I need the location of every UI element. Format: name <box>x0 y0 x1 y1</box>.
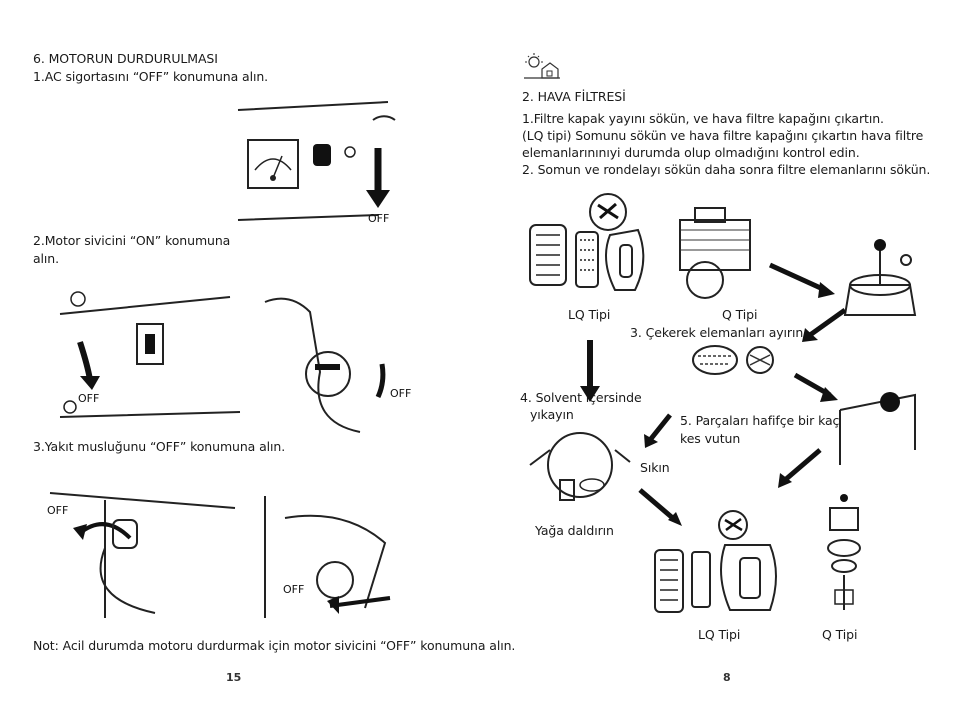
engine-switch-illustration: OFF OFF <box>59 291 411 433</box>
filter-element-icon <box>575 231 599 288</box>
off-label-2: OFF <box>78 392 99 405</box>
off-label-5: OFF <box>283 583 304 596</box>
paper-element-icon <box>746 346 774 374</box>
step-5-line-2: kes vutun <box>680 431 741 446</box>
squeeze-label: Sıkın <box>640 460 670 475</box>
solvent-wash-icon <box>547 432 613 498</box>
fuel-valve-illustration: OFF OFF <box>47 492 391 618</box>
q-type-label-top: Q Tipi <box>722 307 758 322</box>
ac-breaker-illustration: OFF <box>237 101 396 225</box>
section-heading-engine-stop: 6. MOTORUN DURDURULMASI <box>33 51 218 66</box>
foam-element-icon <box>692 345 738 375</box>
step-4-line-1: 4. Solvent içersinde <box>520 390 642 405</box>
lq-type-label-top: LQ Tipi <box>568 307 611 322</box>
voltmeter-icon <box>247 139 299 189</box>
page-number-right: 8 <box>723 671 731 684</box>
lq-filter-cover-icon <box>529 224 567 286</box>
step-2-line-1: 2.Motor sivicini “ON” konumuna <box>33 233 231 248</box>
off-label-1: OFF <box>368 212 389 225</box>
fuel-valve-lever-icon <box>112 519 138 549</box>
lq-filter-bottom-icon <box>654 549 684 613</box>
step-1-ac-breaker: 1.AC sigortasını “OFF” konumuna alın. <box>33 69 269 84</box>
q-type-label-bottom: Q Tipi <box>822 627 858 642</box>
step-3-pull-apart: 3. Çekerek elemanları ayırın. <box>630 325 808 340</box>
step-5-line-1: 5. Parçaları hafifçe bir kaç <box>680 413 840 428</box>
off-label-4: OFF <box>47 504 68 517</box>
q-filter-housing-icon <box>843 239 917 316</box>
engine-switch-icon <box>145 334 155 354</box>
breaker-switch-icon <box>313 144 331 166</box>
paragraph-line-3: elemanlarınınıyi durumda olup olmadığını… <box>522 145 860 160</box>
step-4-line-2: yıkayın <box>530 407 574 422</box>
paragraph-line-2: (LQ tipi) Somunu sökün ve hava filtre ka… <box>522 128 924 143</box>
step-2-line-2: alın. <box>33 251 60 266</box>
q-filter-bottom-icon <box>827 494 861 610</box>
section-heading-air-filter: 2. HAVA FİLTRESİ <box>522 89 626 104</box>
tapping-surface-icon <box>839 393 916 465</box>
air-filter-diagram <box>529 193 917 613</box>
step-3-fuel-valve: 3.Yakıt musluğunu “OFF” konumuna alın. <box>33 439 286 454</box>
paragraph-line-1: 1.Filtre kapak yayını sökün, ve hava fil… <box>522 111 884 126</box>
lq-type-label-bottom: LQ Tipi <box>698 627 741 642</box>
emergency-note: Not: Acil durumda motoru durdurmak için … <box>33 638 516 653</box>
oil-dip-label: Yağa daldırın <box>535 523 614 538</box>
page-number-left: 15 <box>226 671 242 684</box>
engine-icon <box>679 207 751 299</box>
off-label-3: OFF <box>390 387 411 400</box>
wing-nut-icon <box>589 193 627 231</box>
paragraph-line-4: 2. Somun ve rondelayı sökün daha sonra f… <box>522 162 931 177</box>
sun-house-icon <box>524 53 560 79</box>
